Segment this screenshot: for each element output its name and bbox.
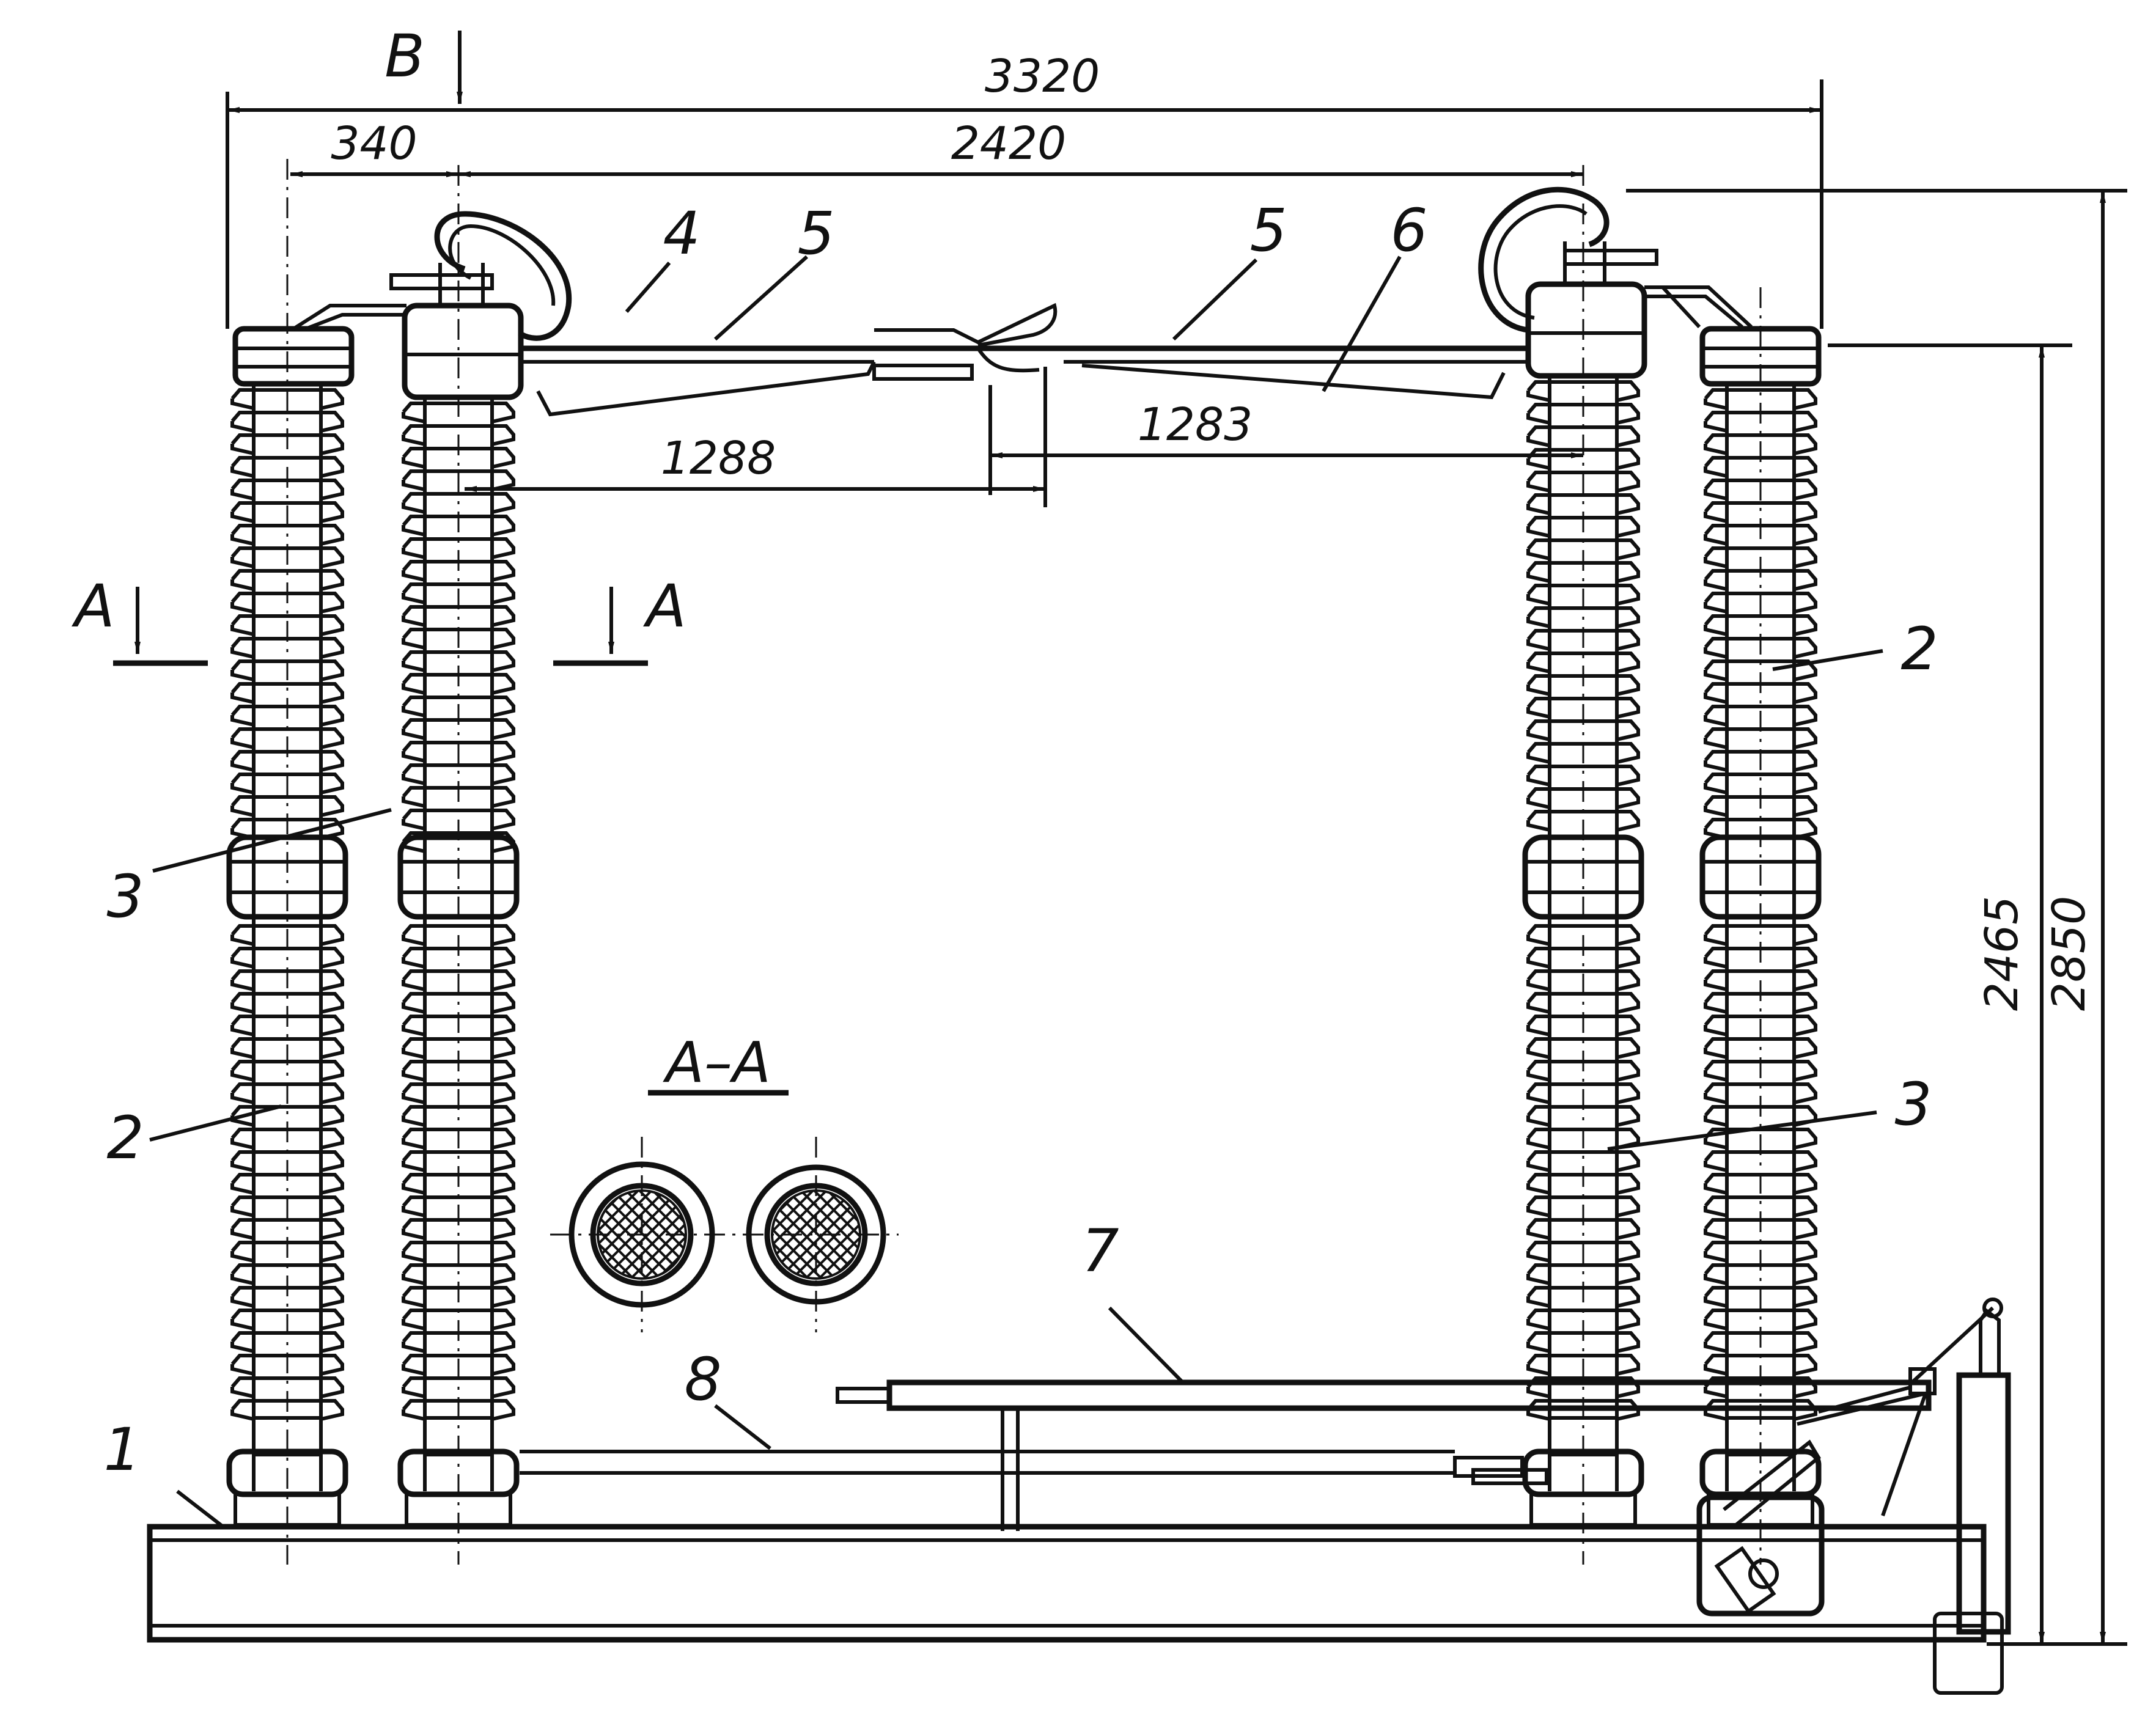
contact-head-right [1478,186,1753,379]
callout-5-left: 5 [797,199,834,268]
base-frame [147,1524,1987,1643]
dimension-labels: 3320 340 2420 1288 1283 2465 2850 [331,50,2095,1011]
dimension-overall [226,79,1823,329]
callout-8: 8 [684,1345,721,1414]
label-overall-width: 3320 [985,50,1100,103]
label-section-right: A [642,572,686,641]
callout-5-right: 5 [1249,196,1287,265]
label-height-contacts: 2465 [1976,896,2028,1011]
dimension-height-contacts [1828,343,2072,1644]
callout-7: 7 [1081,1217,1119,1285]
label-post-span: 2420 [951,117,1066,170]
blade-right [976,345,1528,400]
label-section-left: A [71,572,115,641]
callout-3-left: 3 [106,862,144,931]
callout-1: 1 [103,1415,141,1484]
right-outer-cap [1699,326,1822,387]
dimension-height-total [1626,189,2127,1646]
blade-left [521,303,1058,417]
callout-4: 4 [663,199,700,268]
label-height-total: 2850 [2043,896,2095,1011]
view-labels: B A A A–A [71,22,771,1095]
dimension-blade-left [465,367,1047,507]
dimension-blade-right [988,385,1583,495]
label-blade-left: 1288 [661,432,776,485]
section-marker-left [113,587,208,666]
label-left-offset: 340 [331,117,417,170]
section-marker-right [553,587,648,666]
callout-numbers: 1 2 2 3 3 4 5 5 6 7 8 [103,196,1938,1484]
label-blade-right: 1283 [1138,398,1253,451]
callout-2-left: 2 [106,1104,144,1172]
post-insulator-right-inner [1522,376,1644,1527]
actuator [1696,1298,2011,1695]
drive-rod [836,1379,1932,1531]
callout-6: 6 [1390,196,1427,265]
section-view-a-a [550,1090,899,1332]
label-view-b: B [384,22,425,90]
label-section-title: A–A [663,1030,771,1095]
callout-2-right: 2 [1900,615,1938,683]
left-cap [232,304,407,387]
leader-lines [149,255,1883,1529]
contact-head-left [389,211,572,400]
callout-3-right: 3 [1894,1070,1932,1139]
connecting-link [520,1450,1548,1485]
